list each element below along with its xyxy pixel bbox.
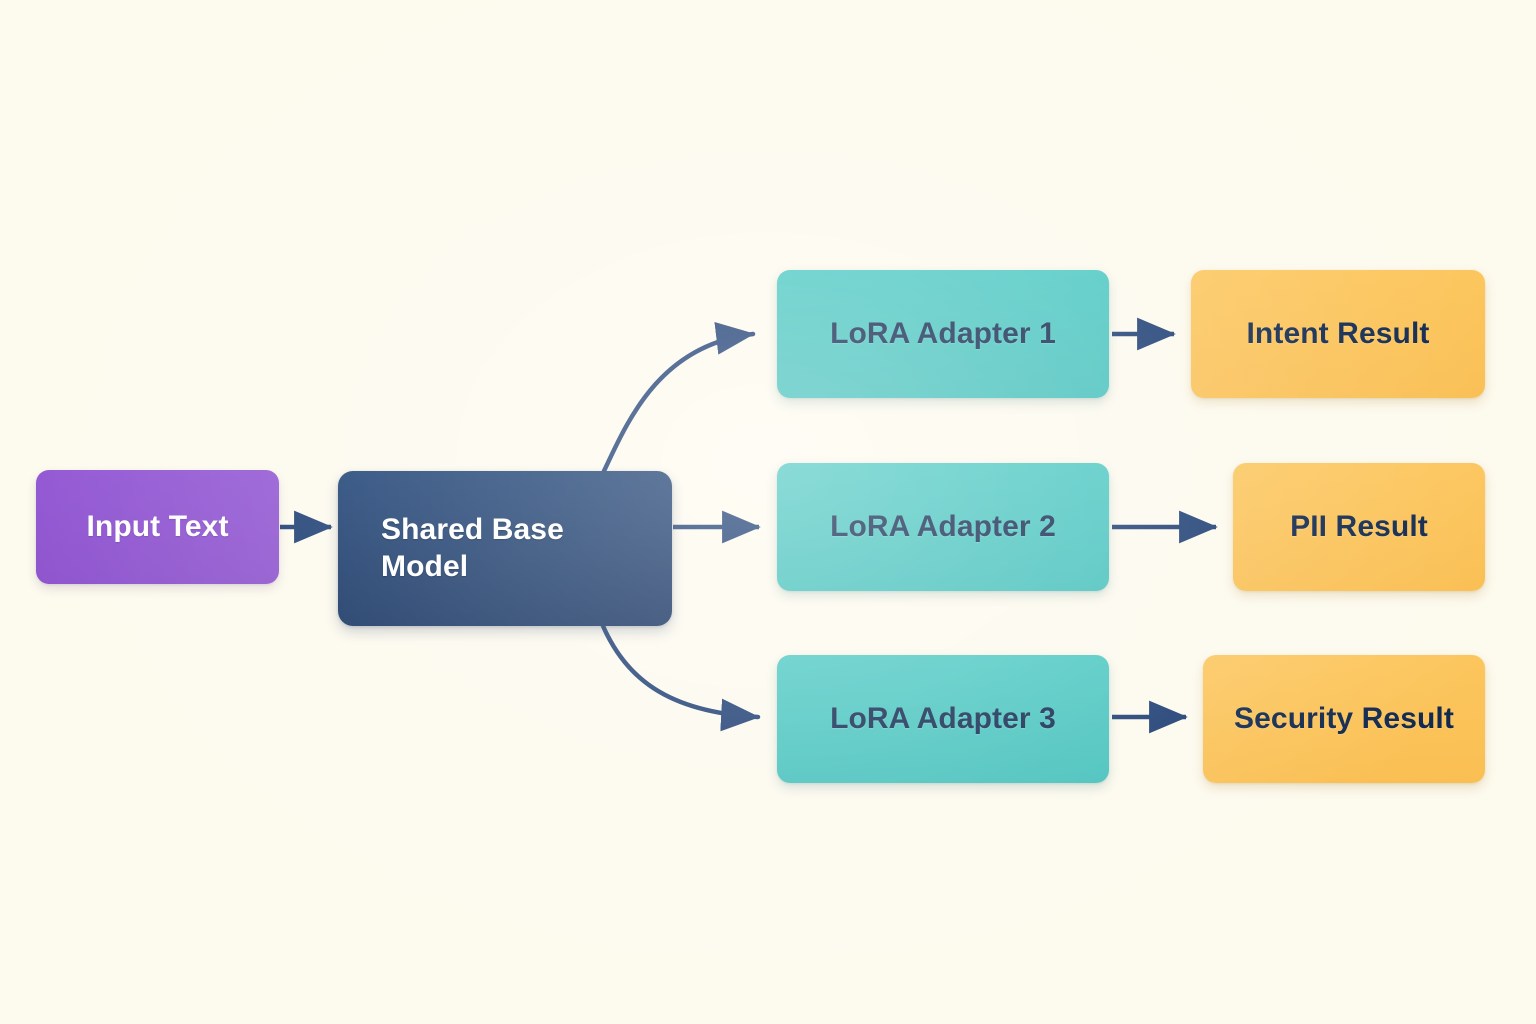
node-shared-base-model-line1: Shared Base	[381, 512, 564, 546]
node-security-result[interactable]: Security Result	[1203, 655, 1485, 783]
node-pii-result-label: PII Result	[1290, 509, 1428, 543]
node-input-text[interactable]: Input Text	[36, 470, 279, 584]
node-security-result-label: Security Result	[1234, 701, 1454, 735]
node-lora-adapter-2[interactable]: LoRA Adapter 2	[777, 463, 1109, 591]
edge-base-to-adapter-1	[601, 322, 756, 474]
node-intent-result[interactable]: Intent Result	[1191, 270, 1485, 398]
node-lora-adapter-1-label: LoRA Adapter 1	[830, 316, 1056, 350]
node-lora-adapter-1[interactable]: LoRA Adapter 1	[777, 270, 1109, 398]
node-lora-adapter-3[interactable]: LoRA Adapter 3	[777, 655, 1109, 783]
node-intent-result-label: Intent Result	[1246, 316, 1430, 350]
node-lora-adapter-3-label: LoRA Adapter 3	[830, 701, 1056, 735]
edge-base-to-adapter-3	[600, 623, 761, 732]
node-shared-base-model[interactable]: Shared Base Model	[338, 471, 672, 626]
node-lora-adapter-2-label: LoRA Adapter 2	[830, 509, 1056, 543]
node-shared-base-model-line2: Model	[381, 549, 469, 583]
node-input-text-label: Input Text	[86, 509, 229, 543]
node-pii-result[interactable]: PII Result	[1233, 463, 1485, 591]
node-shared-base-model-label: Shared Base Model	[381, 512, 654, 585]
